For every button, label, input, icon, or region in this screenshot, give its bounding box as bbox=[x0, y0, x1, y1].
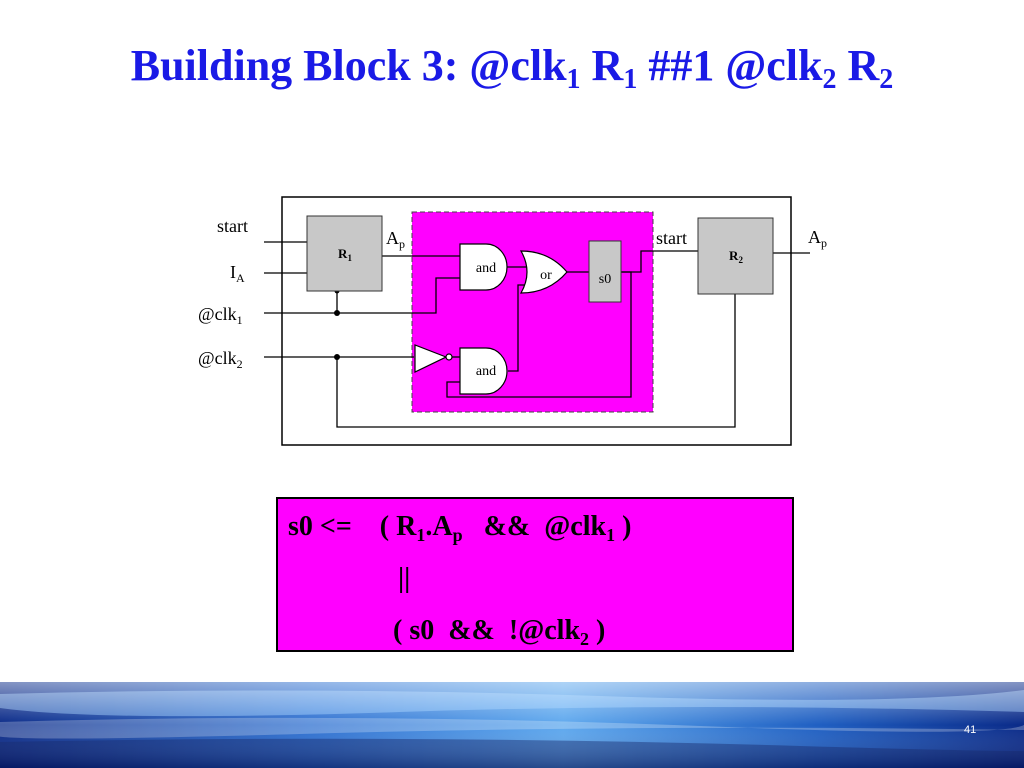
state-register-s0 bbox=[588, 240, 622, 303]
footer-banner bbox=[0, 682, 1024, 768]
equation-line-3: ( s0 && !@clk2 ) bbox=[393, 615, 606, 649]
equation-box: s0 <= ( R1.Ap && @clk1 ) || ( s0 && !@cl… bbox=[276, 497, 794, 652]
r1-output-label: Ap bbox=[386, 228, 405, 251]
input-start-label: start bbox=[217, 216, 248, 236]
r2-start-label: start bbox=[656, 228, 687, 248]
r2-output-label: Ap bbox=[808, 227, 827, 250]
and-gate-top bbox=[459, 243, 508, 291]
slide-title: Building Block 3: @clk1 R1 ##1 @clk2 R2 bbox=[130, 41, 894, 95]
and-gate-bottom-label: and bbox=[476, 364, 496, 379]
register-r1-label: R1 bbox=[338, 246, 352, 263]
and-gate-bottom bbox=[459, 347, 508, 395]
or-gate-label: or bbox=[540, 268, 552, 283]
input-clk2-label: @clk2 bbox=[198, 348, 243, 371]
or-gate bbox=[519, 250, 568, 294]
equation-line-2: || bbox=[398, 563, 411, 594]
input-clk1-label: @clk1 bbox=[198, 304, 243, 327]
equation-line-1: s0 <= ( R1.Ap && @clk1 ) bbox=[288, 511, 632, 545]
inverter-gate bbox=[414, 344, 453, 373]
and-gate-top-label: and bbox=[476, 261, 496, 276]
register-r1 bbox=[306, 215, 383, 292]
input-ia-label: IA bbox=[230, 262, 245, 285]
slide-number: 41 bbox=[964, 724, 977, 736]
register-r2-label: R2 bbox=[729, 248, 743, 265]
state-register-s0-label: s0 bbox=[599, 272, 611, 287]
register-r2 bbox=[697, 217, 774, 295]
wires bbox=[264, 241, 810, 428]
circuit-diagram: R1 R2 s0 and or and start IA @clk1 @clk2… bbox=[198, 196, 827, 446]
